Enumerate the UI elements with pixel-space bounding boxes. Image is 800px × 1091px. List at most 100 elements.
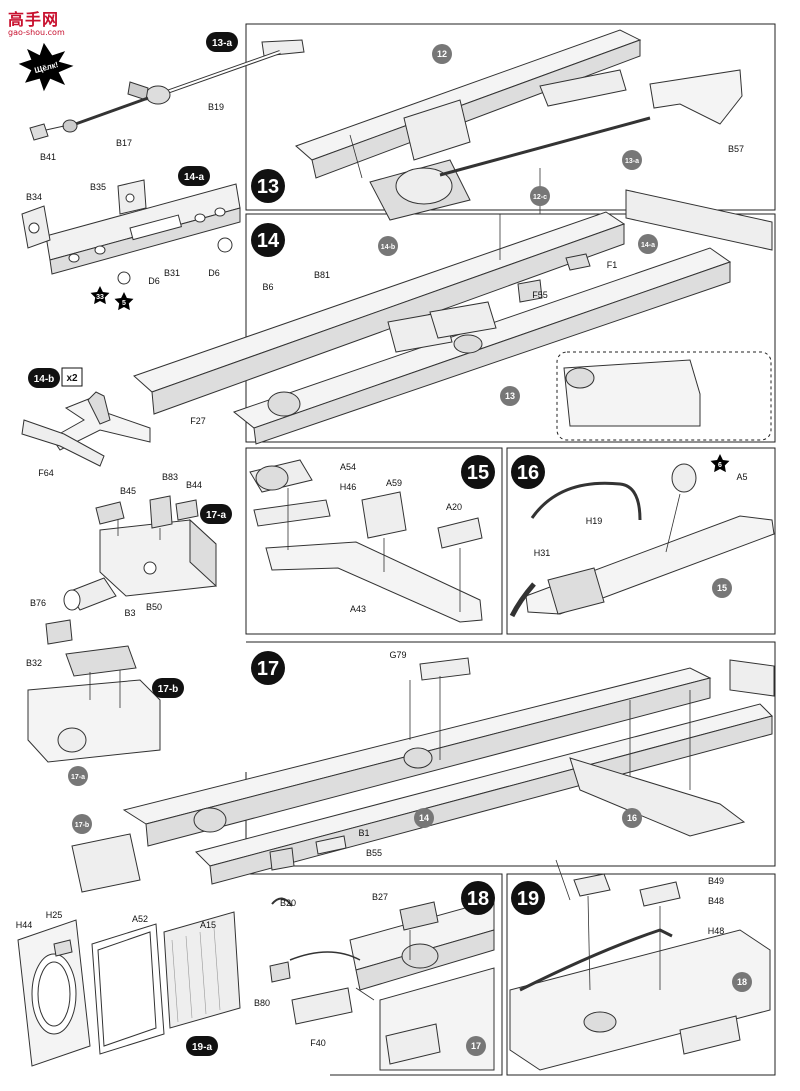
part-label-d6: D6	[208, 268, 220, 278]
reference-label: 14	[419, 813, 429, 823]
panel-step-14	[245, 213, 776, 443]
part-label-b1: B1	[358, 828, 369, 838]
reference-label: 14-a	[641, 242, 655, 249]
step-number: 19	[517, 888, 539, 910]
step-badge-13: 13	[251, 169, 285, 203]
part-label-b32: B32	[26, 658, 42, 668]
paint-star-5: 5	[114, 292, 134, 311]
step-number: 15	[467, 462, 489, 484]
panel-step-19	[506, 873, 776, 1076]
paint-code: 5	[122, 300, 126, 307]
part-label-h46: H46	[340, 482, 357, 492]
step-number: 17	[257, 658, 279, 680]
paint-code: 6	[718, 462, 722, 469]
reference-label: 17-b	[75, 822, 89, 829]
part-label-b50: B50	[146, 602, 162, 612]
part-label-a20: A20	[446, 502, 462, 512]
step-badge-18: 18	[461, 881, 495, 915]
part-label-b35: B35	[90, 182, 106, 192]
detail-callout-16	[556, 351, 772, 441]
subassembly-label: 14-a	[184, 172, 204, 183]
step-18-drawing	[269, 897, 495, 1071]
step-badge-17: 17	[251, 651, 285, 685]
part-label-b31: B31	[164, 268, 180, 278]
part-label-g79: G79	[389, 650, 406, 660]
panel-frames	[245, 23, 776, 1076]
part-label-h31: H31	[534, 548, 551, 558]
step-badge-19: 19	[511, 881, 545, 915]
reference-circle-12-c: 12-c	[530, 186, 550, 206]
snap-burst-icon	[18, 42, 74, 92]
step-19-drawing	[509, 873, 771, 1071]
part-label-b34: B34	[26, 192, 42, 202]
leader-lines	[89, 134, 691, 1001]
part-label-a52: A52	[132, 914, 148, 924]
reference-label: 17	[471, 1041, 481, 1051]
paint-code: 33	[96, 294, 104, 301]
reference-label: 13	[505, 391, 515, 401]
part-label-b3: B3	[124, 608, 135, 618]
part-label-b41: B41	[40, 152, 56, 162]
part-label-b80: B80	[254, 998, 270, 1008]
part-label-b83: B83	[162, 472, 178, 482]
subassembly-badge-14-a: 14-a	[178, 166, 210, 186]
assembly-14a-drawing	[21, 179, 241, 285]
paint-star-6: 6	[710, 454, 730, 473]
step-number: 18	[467, 888, 489, 910]
reference-circle-13: 13	[500, 386, 520, 406]
panel-step-15	[245, 447, 503, 635]
subassembly-label: 19-a	[192, 1042, 212, 1053]
part-label-b55: B55	[366, 848, 382, 858]
part-label-a5: A5	[736, 472, 747, 482]
assembly-14b-drawing	[21, 391, 151, 467]
part-label-b19: B19	[208, 102, 224, 112]
part-label-b49: B49	[708, 876, 724, 886]
part-label-h44: H44	[16, 920, 33, 930]
assembly-13a-drawing	[29, 39, 305, 141]
part-label-b20: B20	[280, 898, 296, 908]
reference-circle-12: 12	[432, 44, 452, 64]
part-label-f27: F27	[190, 416, 206, 426]
multiplier-text: x2	[66, 373, 78, 384]
paint-star-33: 33	[90, 286, 110, 305]
part-label-a15: A15	[200, 920, 216, 930]
part-label-b27: B27	[372, 892, 388, 902]
reference-circle-14-b: 14-b	[378, 236, 398, 256]
subassembly-label: 13-a	[212, 38, 232, 49]
part-label-a43: A43	[350, 604, 366, 614]
part-label-h19: H19	[586, 516, 603, 526]
part-label-b44: B44	[186, 480, 202, 490]
panel-step-13	[245, 23, 776, 211]
part-label-b48: B48	[708, 896, 724, 906]
part-label-h48: H48	[708, 926, 725, 936]
subassembly-badge-17-b: 17-b	[152, 678, 184, 698]
reference-label: 15	[717, 583, 727, 593]
step-number: 16	[517, 462, 539, 484]
part-label-f64: F64	[38, 468, 54, 478]
part-label-b45: B45	[120, 486, 136, 496]
reference-label: 16	[627, 813, 637, 823]
step-14-drawing	[133, 189, 773, 445]
subassembly-badge-17-a: 17-a	[200, 504, 232, 524]
step-number: 13	[257, 176, 279, 198]
step-badge-14: 14	[251, 223, 285, 257]
part-label-h25: H25	[46, 910, 63, 920]
panel-step-16	[506, 447, 776, 635]
subassembly-badge-14-b: 14-b	[28, 368, 60, 388]
reference-label: 12	[437, 49, 447, 59]
line-art	[17, 29, 775, 1071]
reference-label: 18	[737, 977, 747, 987]
reference-circle-18: 18	[732, 972, 752, 992]
part-label-f1: F1	[607, 260, 618, 270]
panel-step-18	[246, 873, 503, 1076]
reference-circle-16: 16	[622, 808, 642, 828]
reference-circle-14: 14	[414, 808, 434, 828]
subassembly-badge-13-a: 13-a	[206, 32, 238, 52]
step-16-drawing	[509, 463, 775, 618]
label-layer: 13 14 15 16 17 18 19 13-a 14-a 14-b 17-a 17-b 19-a 12…	[16, 32, 752, 1056]
subassembly-label: 17-a	[206, 510, 226, 521]
step-13-drawing	[295, 29, 743, 221]
part-label-b17: B17	[116, 138, 132, 148]
reference-circle-17-b: 17-b	[72, 814, 92, 834]
